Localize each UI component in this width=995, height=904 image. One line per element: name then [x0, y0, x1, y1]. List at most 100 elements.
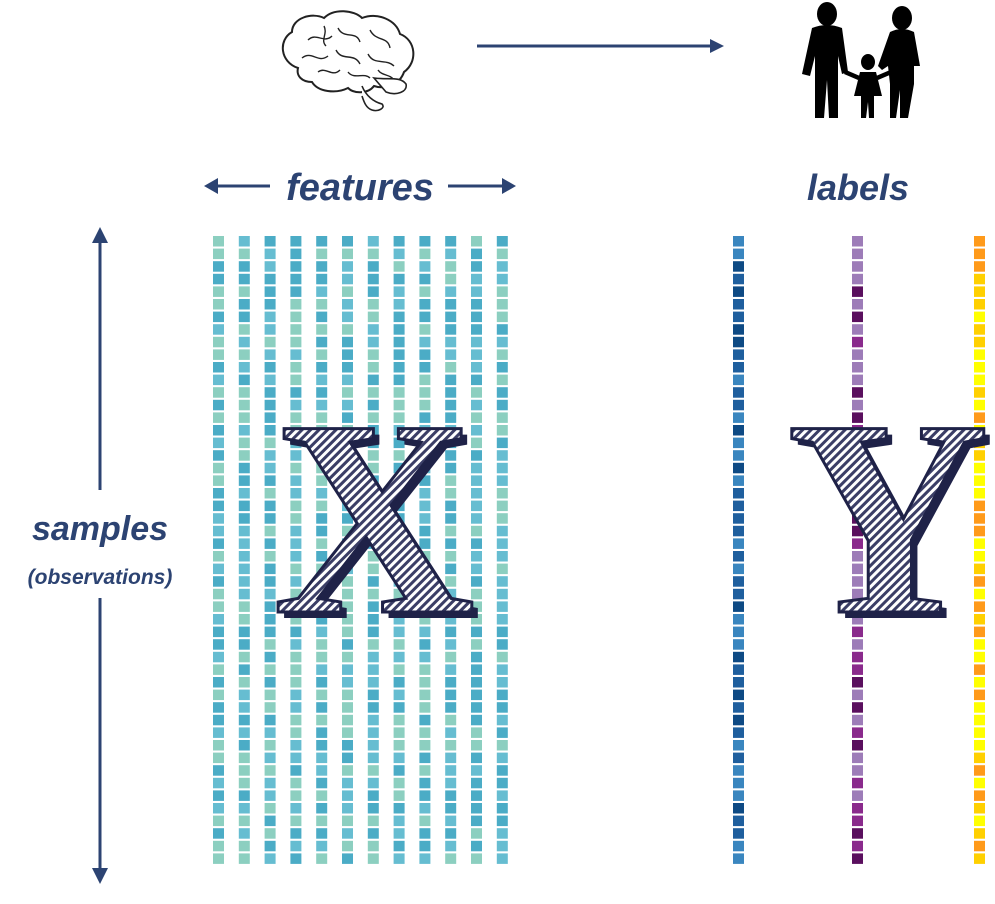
- label-cell-purple: [852, 248, 863, 260]
- feature-cell: [316, 475, 328, 486]
- feature-cell: [471, 614, 482, 625]
- feature-cell: [238, 689, 250, 701]
- feature-cell: [342, 311, 353, 323]
- feature-cell: [496, 273, 508, 285]
- feature-cell: [213, 614, 224, 625]
- feature-cell: [264, 236, 276, 247]
- feature-cell: [393, 664, 405, 675]
- feature-cell: [393, 488, 405, 499]
- label-cell-yellow: [974, 236, 985, 247]
- feature-cell: [290, 790, 302, 801]
- svg-text:X: X: [273, 362, 475, 673]
- feature-cell: [342, 601, 353, 612]
- label-cell-blue: [733, 488, 744, 499]
- feature-cell: [393, 601, 405, 612]
- family-silhouette-icon: [802, 2, 920, 118]
- feature-cell: [445, 261, 457, 272]
- feature-cell: [213, 626, 224, 638]
- feature-cell: [496, 651, 508, 663]
- feature-cell: [316, 840, 328, 852]
- feature-cell: [213, 777, 224, 789]
- label-cell-blue: [733, 261, 744, 272]
- feature-cell: [367, 727, 379, 738]
- feature-cell: [316, 349, 328, 360]
- label-cell-yellow: [974, 702, 985, 713]
- feature-cell: [264, 437, 276, 449]
- feature-cell: [264, 714, 276, 726]
- feature-cell: [419, 601, 431, 612]
- label-cell-blue: [733, 412, 744, 423]
- feature-cell: [238, 349, 250, 360]
- feature-cell: [496, 513, 508, 524]
- feature-cell: [393, 425, 405, 436]
- label-cell-blue: [733, 500, 744, 512]
- feature-cell: [419, 815, 431, 827]
- feature-cell: [393, 311, 405, 323]
- feature-cell: [496, 450, 508, 461]
- feature-cell: [213, 336, 224, 348]
- feature-cell: [393, 475, 405, 486]
- feature-cell: [496, 576, 508, 587]
- feature-cell: [264, 525, 276, 537]
- label-cell-yellow: [974, 248, 985, 260]
- feature-cell: [445, 601, 457, 612]
- feature-cell: [471, 538, 482, 549]
- feature-cell: [445, 450, 457, 461]
- feature-cell: [445, 374, 457, 386]
- feature-cell: [496, 299, 508, 310]
- feature-cell: [213, 362, 224, 373]
- feature-cell: [238, 790, 250, 801]
- feature-cell: [238, 702, 250, 713]
- label-cell-blue: [733, 437, 744, 449]
- feature-cell: [496, 803, 508, 814]
- feature-cell: [367, 614, 379, 625]
- label-cell-blue: [733, 362, 744, 373]
- feature-cell: [264, 752, 276, 764]
- feature-cell: [342, 752, 353, 764]
- feature-cell: [342, 790, 353, 801]
- feature-cell: [471, 803, 482, 814]
- feature-cell: [419, 702, 431, 713]
- feature-cell: [445, 651, 457, 663]
- feature-cell: [445, 777, 457, 789]
- feature-cell: [290, 840, 302, 852]
- feature-cell: [367, 815, 379, 827]
- feature-cell: [367, 236, 379, 247]
- feature-cell: [316, 777, 328, 789]
- feature-cell: [213, 488, 224, 499]
- feature-cell: [419, 790, 431, 801]
- feature-cell: [238, 513, 250, 524]
- feature-cell: [213, 803, 224, 814]
- feature-cell: [342, 576, 353, 587]
- feature-cell: [290, 286, 302, 297]
- feature-cell: [471, 324, 482, 335]
- label-cell-blue: [733, 551, 744, 562]
- feature-cell: [264, 349, 276, 360]
- feature-cell: [290, 437, 302, 449]
- feature-cell: [290, 702, 302, 713]
- feature-cell: [393, 702, 405, 713]
- label-cell-blue: [733, 525, 744, 537]
- feature-cell: [342, 538, 353, 549]
- feature-cell: [367, 349, 379, 360]
- feature-cell: [445, 714, 457, 726]
- feature-cell: [496, 236, 508, 247]
- feature-cell: [290, 248, 302, 260]
- feature-cell: [213, 349, 224, 360]
- feature-cell: [316, 664, 328, 675]
- feature-cell: [264, 626, 276, 638]
- feature-cell: [264, 286, 276, 297]
- feature-cell: [471, 702, 482, 713]
- label-cell-blue: [733, 311, 744, 323]
- feature-cell: [316, 727, 328, 738]
- label-cell-purple: [852, 525, 863, 537]
- feature-cell: [496, 488, 508, 499]
- feature-cell: [471, 248, 482, 260]
- feature-cell: [496, 714, 508, 726]
- feature-cell: [445, 362, 457, 373]
- feature-cell: [471, 651, 482, 663]
- feature-cell: [342, 664, 353, 675]
- label-cell-purple: [852, 651, 863, 663]
- feature-cell: [290, 513, 302, 524]
- feature-cell: [367, 425, 379, 436]
